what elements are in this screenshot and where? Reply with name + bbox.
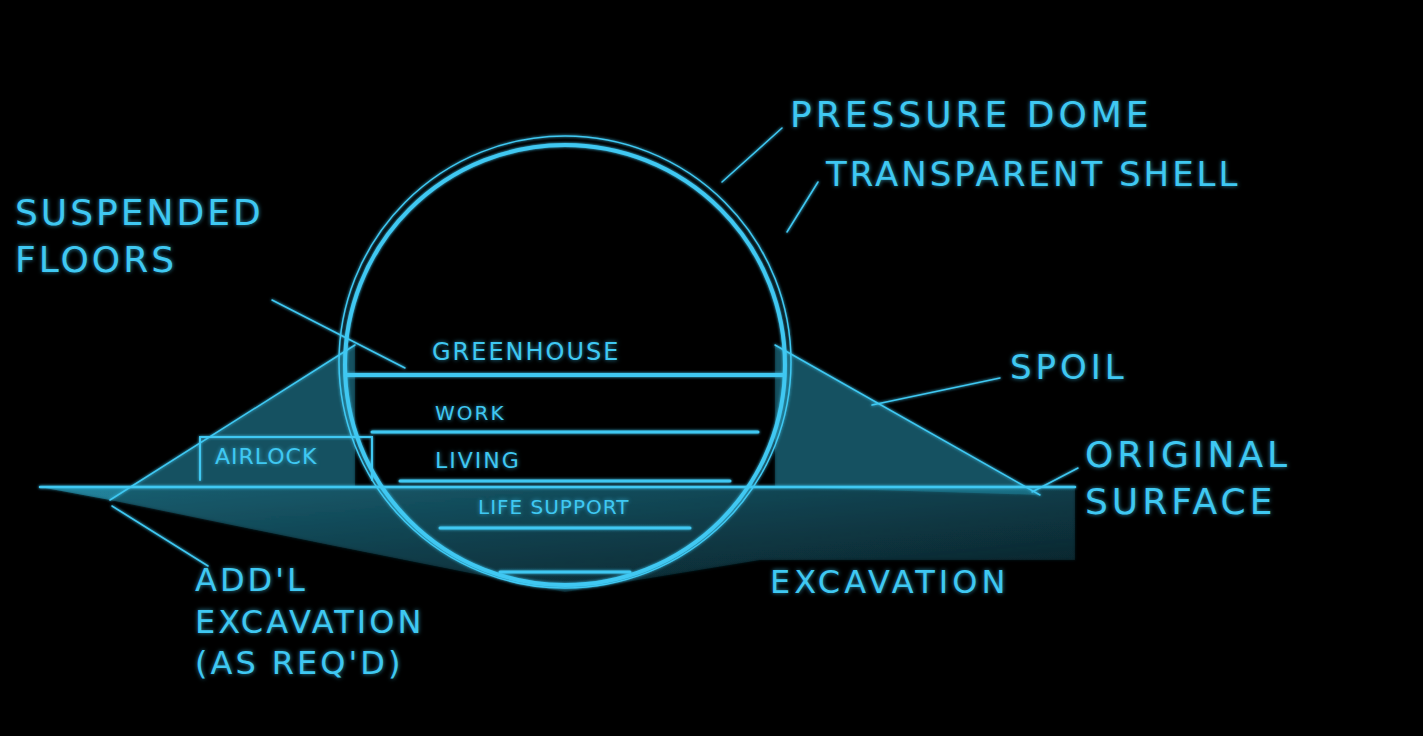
spoil-mound-right bbox=[775, 345, 1040, 495]
leader-line bbox=[112, 506, 208, 566]
floor-line bbox=[372, 431, 758, 434]
transparent-shell bbox=[339, 136, 791, 588]
leader-line bbox=[272, 300, 405, 368]
callout-label: PRESSURE DOME bbox=[790, 92, 1153, 139]
floor-line bbox=[500, 571, 630, 574]
surface-line bbox=[40, 486, 1075, 489]
airlock-box bbox=[200, 437, 372, 480]
floor-label: LIVING bbox=[435, 447, 521, 476]
spoil-slope bbox=[110, 345, 355, 500]
callout-label: SPOIL bbox=[1010, 345, 1128, 389]
callout-label: EXCAVATION bbox=[770, 562, 1009, 604]
spoil-mound-left bbox=[40, 345, 355, 500]
leader-line bbox=[787, 182, 818, 232]
leader-line bbox=[872, 378, 1000, 405]
room-label: AIRLOCK bbox=[215, 443, 317, 472]
leader-line bbox=[722, 128, 782, 182]
callout-label: ADD'L EXCAVATION (AS REQ'D) bbox=[195, 560, 495, 685]
floor-label: LIFE SUPPORT bbox=[478, 494, 629, 520]
floor-line bbox=[400, 480, 730, 483]
floor-line bbox=[440, 527, 690, 530]
floor-label: WORK bbox=[435, 400, 506, 426]
callout-label: TRANSPARENT SHELL bbox=[826, 152, 1241, 196]
callout-label: ORIGINAL SURFACE bbox=[1085, 432, 1375, 526]
pressure-dome bbox=[345, 145, 785, 585]
floor-line bbox=[347, 373, 783, 377]
leader-line bbox=[1032, 468, 1078, 492]
airlock-box bbox=[199, 437, 201, 480]
spoil-slope bbox=[775, 345, 1040, 495]
floor-label: GREENHOUSE bbox=[432, 337, 620, 368]
callout-label: SUSPENDED FLOORS bbox=[15, 190, 315, 284]
